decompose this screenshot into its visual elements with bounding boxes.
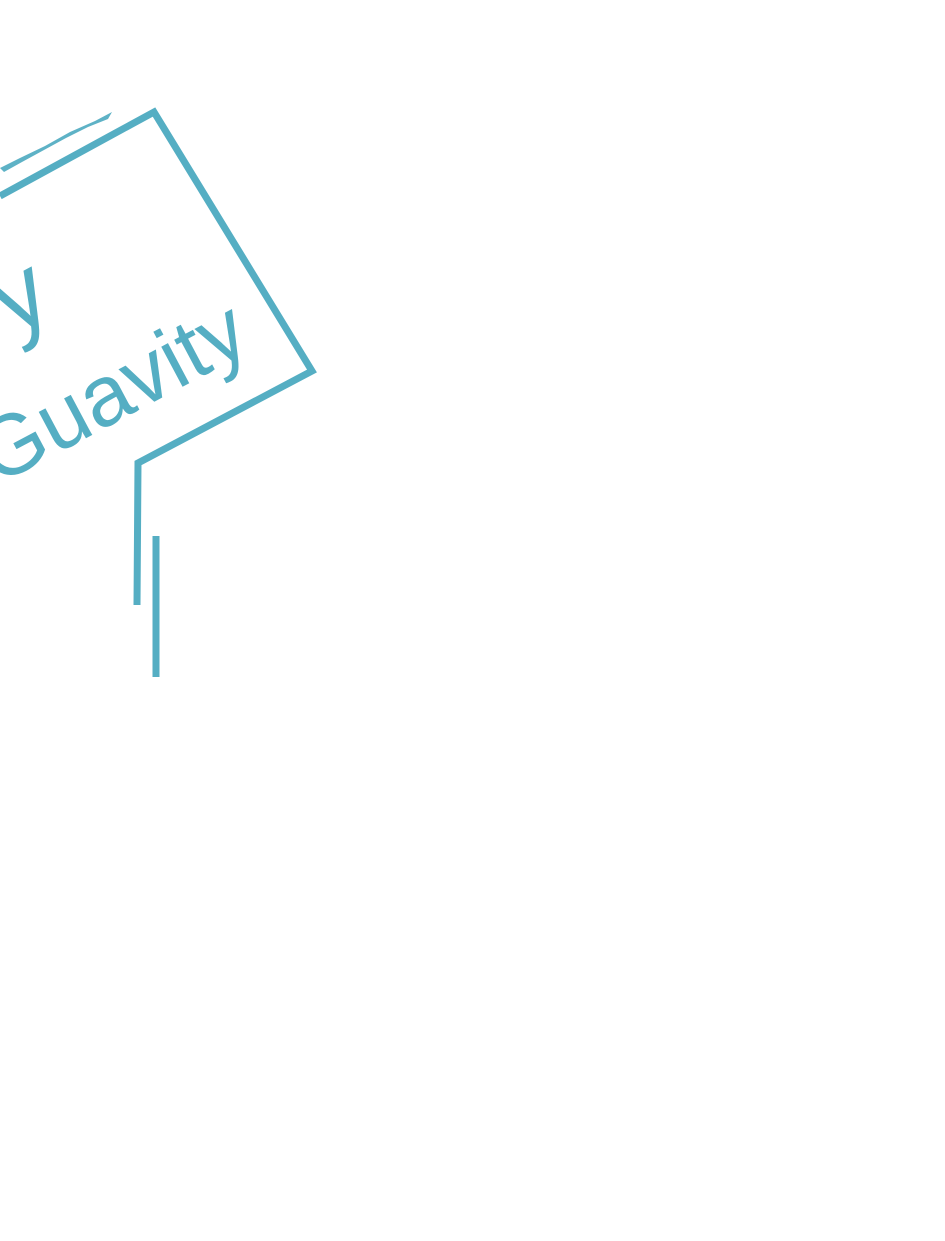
brush-stroke — [0, 112, 112, 172]
logo-frame — [0, 107, 317, 606]
logo-partial-letter: y — [0, 233, 67, 355]
